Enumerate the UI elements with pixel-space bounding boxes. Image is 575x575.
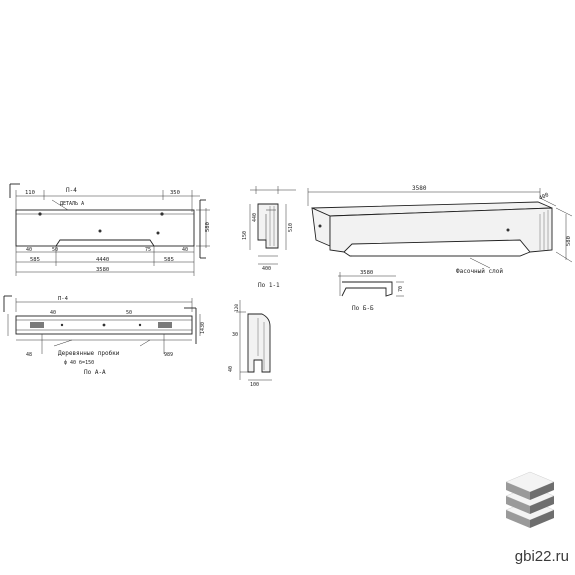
end-view: 30 120 40 100 xyxy=(228,300,272,388)
top-dim-580: 580 xyxy=(566,236,572,246)
front-elevation: П-4 ДЕТАЛЬ А 110 350 580 40 50 75 40 585… xyxy=(9,183,211,276)
label-p4-plan: П-4 xyxy=(58,296,69,302)
dim-70: 70 xyxy=(398,286,404,292)
dim-350: 350 xyxy=(170,190,180,196)
label-section-1-1: По 1-1 xyxy=(258,282,280,289)
dim-150: 150 xyxy=(242,231,248,240)
secbb-dim: 3580 xyxy=(360,270,373,276)
wood-plugs-spec: ф 40 б=150 xyxy=(64,359,94,366)
facing-layer-label: Фасочный слой xyxy=(456,268,503,275)
dim-580: 580 xyxy=(205,222,211,232)
section-1-1: 440 150 510 400 По 1-1 xyxy=(242,186,296,289)
dim-3580: 3580 xyxy=(96,267,109,273)
dim-585a: 585 xyxy=(30,257,40,263)
dim-989: 989 xyxy=(164,352,173,358)
label-plan-a-a: По А-А xyxy=(84,369,106,376)
dim-510: 510 xyxy=(288,223,294,232)
end-dim-120: 120 xyxy=(234,304,240,312)
end-dim-40: 40 xyxy=(228,366,234,372)
plan-dim-1430: 1430 xyxy=(200,322,206,334)
end-dim-100: 100 xyxy=(250,382,259,388)
plan-dim-50: 50 xyxy=(126,310,132,316)
dim-40b: 40 xyxy=(182,247,188,253)
dim-50: 50 xyxy=(52,247,58,253)
dim-75: 75 xyxy=(145,247,151,253)
watermark-text: gbi22.ru xyxy=(514,548,569,565)
plan-dim-40: 40 xyxy=(50,310,56,316)
dim-440: 440 xyxy=(252,213,258,222)
label-detail: ДЕТАЛЬ А xyxy=(60,201,84,207)
top-dim-400: 400 xyxy=(538,192,550,202)
stacked-slabs-icon xyxy=(505,471,555,528)
label-p4: П-4 xyxy=(66,187,77,194)
wood-plugs-label: Деревянные пробки xyxy=(58,350,120,357)
dim-48: 48 xyxy=(26,352,32,358)
dim-4440: 4440 xyxy=(96,257,109,263)
label-section-b-b: По Б-Б xyxy=(352,305,374,312)
section-b-b: 3580 70 По Б-Б xyxy=(338,270,404,312)
dim-40a: 40 xyxy=(26,247,32,253)
plan-view: П-4 40 50 1430 48 Деревянные пробки ф 40… xyxy=(3,295,206,376)
isometric-view: 3580 400 580 Фасочный слой xyxy=(307,185,573,275)
dim-585b: 585 xyxy=(164,257,174,263)
top-dim-3580: 3580 xyxy=(412,185,427,192)
end-dim-30: 30 xyxy=(232,332,238,338)
dim-400: 400 xyxy=(262,266,271,272)
dim-110: 110 xyxy=(25,190,35,196)
